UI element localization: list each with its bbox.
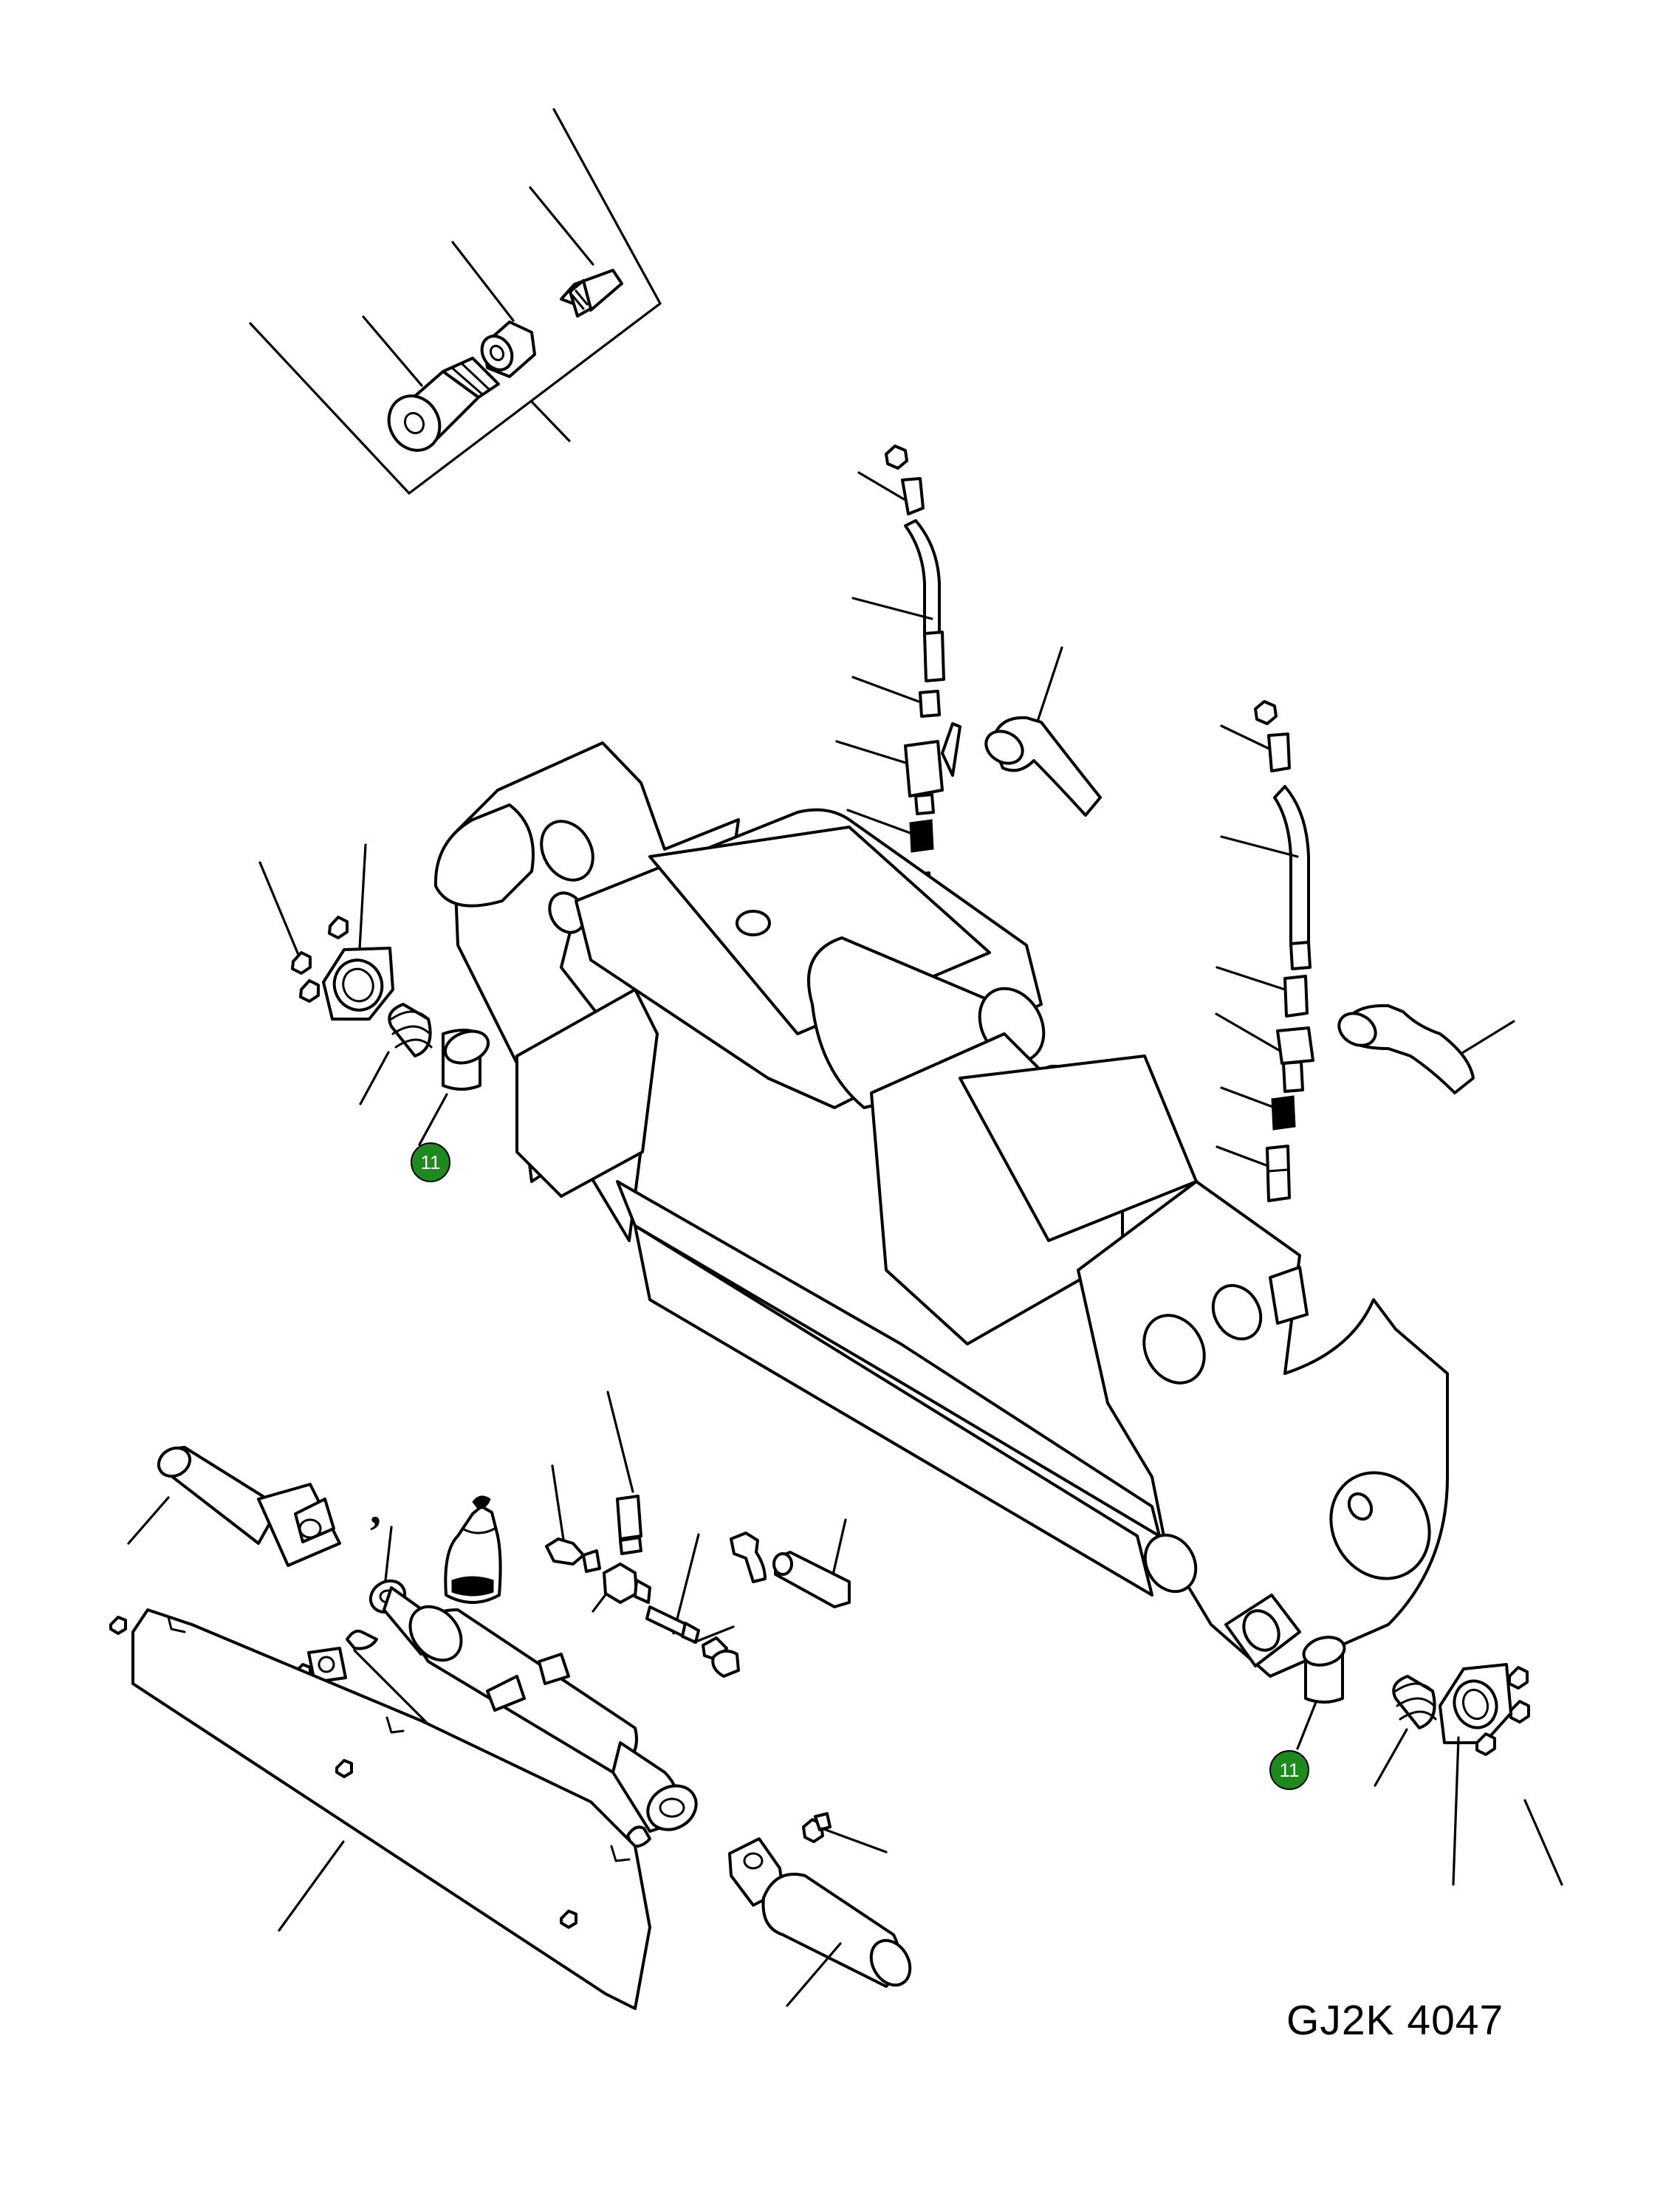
flange-group-right [1296,1636,1563,1886]
callout-left-label: 11 [421,1151,441,1173]
callout-right-circle [1269,1750,1309,1790]
grease-fitting [802,1812,888,1853]
pin-bottom [728,1837,912,2007]
flange-group-left [258,843,490,1146]
callout-left[interactable]: 11 [411,1142,450,1182]
shutoff-valve [904,722,961,815]
drawing-code: GJ2K 4047 [1286,1997,1504,2044]
grease-bag [444,1495,502,1604]
quick-coupler-large [387,357,500,452]
pin-plate-left [294,1629,460,1756]
fitting-group-top [249,108,662,495]
callout-right-label: 11 [1280,1759,1300,1781]
callout-right[interactable]: 11 [1269,1750,1309,1790]
elbow-hose-right [1337,1004,1515,1094]
hose-assembly-right [1215,700,1314,1202]
hex-nut-fitting [480,320,536,378]
elbow-hose-upper [984,646,1102,817]
pin-cylinder-top-left [127,1446,341,1567]
stray-mark: , [370,1484,381,1533]
main-frame [433,741,1449,1678]
hydraulic-cylinder [368,1526,698,1833]
fitting-cluster-middle [545,1390,740,1678]
callout-left-circle [411,1142,450,1182]
adapter-fitting [560,269,623,318]
guard-plate [109,1608,651,2010]
fitting-cluster-right [730,1518,851,1608]
